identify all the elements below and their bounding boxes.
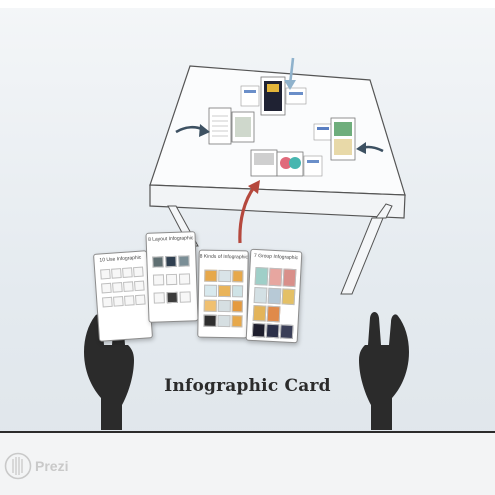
right-hand-icon [359, 312, 409, 430]
table-leg-back [375, 203, 393, 219]
slide-title: Infographic Card [164, 376, 331, 396]
card-7-group: 7 Group Infographic [245, 248, 303, 344]
prezi-logo-text: Prezi [35, 458, 69, 474]
card-grid [203, 266, 244, 332]
card-10-use: 10 Use Infographic [92, 250, 154, 342]
card-grid [251, 265, 297, 340]
table-edge [149, 184, 406, 219]
prezi-logo-icon [4, 452, 32, 480]
card-grid [152, 247, 192, 315]
arrow-left-icon [356, 142, 384, 154]
left-hand-icon [84, 312, 134, 430]
arrow-up-icon [238, 180, 260, 244]
prezi-logo[interactable]: Prezi [4, 450, 68, 482]
top-strip [0, 0, 495, 8]
card-grid [100, 266, 146, 335]
bottom-strip [0, 432, 495, 495]
table-leg-right [340, 217, 384, 295]
card-title: 8 Layout Infographic [147, 235, 194, 243]
card-8-layout: 8 Layout Infographic [145, 231, 199, 323]
card-8-kinds: 8 Kinds of Infographic [197, 249, 249, 339]
card-title: 7 Group Infographic [253, 252, 299, 262]
card-title: 10 Use Infographic [99, 254, 142, 264]
arrow-right-icon [175, 124, 210, 137]
arrow-down-icon [284, 57, 296, 90]
table-mini-cards [208, 76, 356, 177]
card-title: 8 Kinds of Infographic [199, 253, 249, 261]
